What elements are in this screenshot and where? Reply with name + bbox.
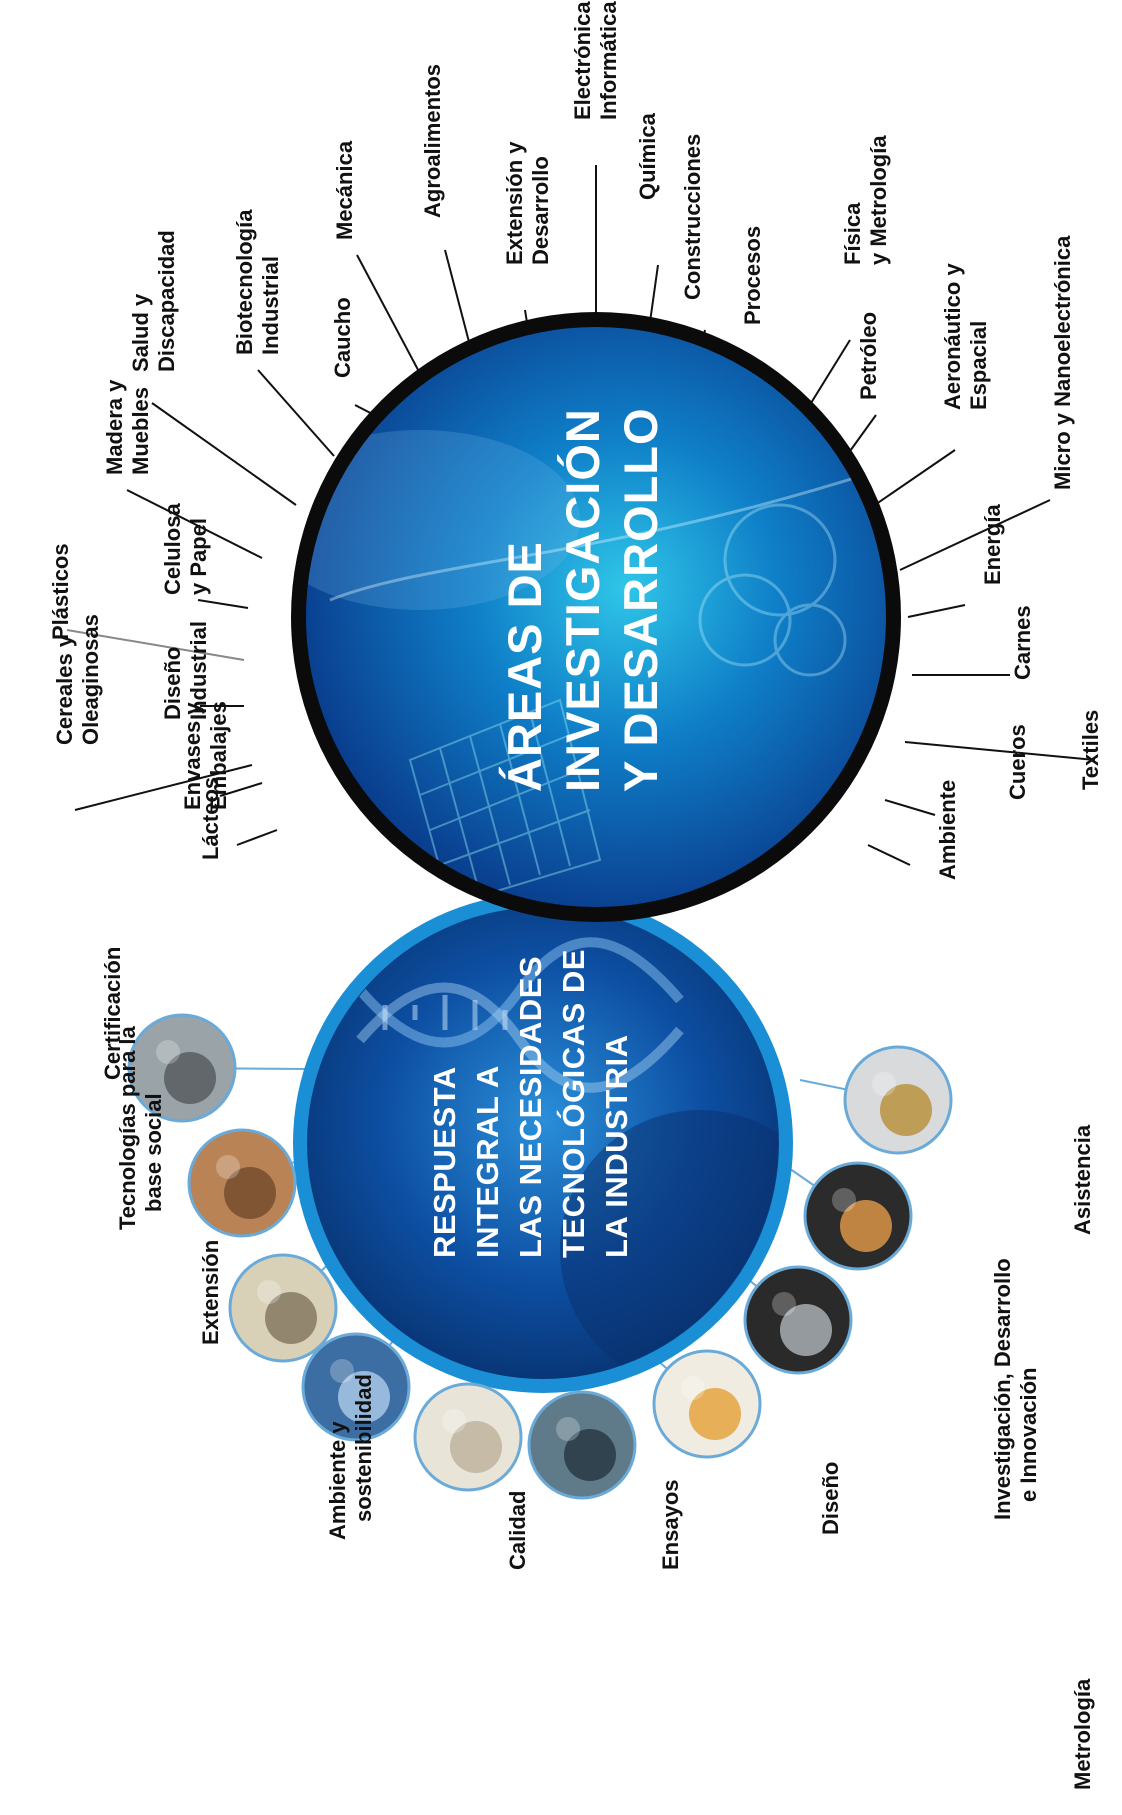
area-cueros-label: Cueros [1005, 724, 1030, 800]
research-title-line-1: ÁREAS DE [498, 541, 551, 792]
area-madera-label: Madera yMuebles [102, 379, 153, 475]
services-circle: RESPUESTA INTEGRAL A LAS NECESIDADES TEC… [293, 893, 793, 1393]
service-diseno-label: Diseño [818, 1462, 843, 1535]
service-certificacion-label: Certificación [100, 947, 125, 1080]
area-envases-label: Envases yEmbalajes [180, 701, 231, 810]
area-aeronautico-label: Aeronáutico yEspacial [940, 263, 991, 410]
area-ambiente-label: Ambiente [935, 780, 960, 880]
research-circle: ÁREAS DE INVESTIGACIÓN Y DESARROLLO [291, 312, 901, 922]
services-title-line-5: LA INDUSTRIA [599, 1034, 634, 1258]
services-title: RESPUESTA INTEGRAL A LAS NECESIDADES TEC… [427, 949, 634, 1258]
area-construcciones-label: Construcciones [680, 134, 705, 300]
area-carnes-label: Carnes [1010, 605, 1035, 680]
area-petroleo-label: Petróleo [856, 312, 881, 400]
furniture-photo [652, 1349, 762, 1459]
service-calidad-label: Calidad [505, 1491, 530, 1570]
research-title-line-3: Y DESARROLLO [614, 407, 667, 792]
microscope-lens-photo [743, 1265, 853, 1375]
area-agroalimentos-label: Agroalimentos [420, 64, 445, 218]
area-fisica-label: Físicay Metrología [840, 135, 891, 265]
area-madera-connector [126, 489, 263, 559]
service-thumbnails [127, 1013, 953, 1500]
area-caucho-label: Caucho [330, 297, 355, 378]
services-title-line-1: RESPUESTA [427, 1066, 462, 1258]
service-tecnologias-label: Tecnologías para labase social [115, 1025, 166, 1230]
area-procesos-label: Procesos [740, 226, 765, 325]
services-title-line-3: LAS NECESIDADES [513, 956, 548, 1258]
area-lacteos-label: Lácteos [198, 777, 223, 860]
area-micro-label: Micro y Nanoelectrónica [1050, 235, 1075, 490]
tractor-photo [228, 1253, 338, 1363]
service-metrologia-label: Metrología [1070, 1678, 1095, 1790]
service-investigacion-label: Investigación, Desarrolloe Innovación [990, 1258, 1041, 1520]
solar-panel-graphic [408, 698, 602, 907]
welding-photo [803, 1161, 913, 1271]
area-extension-desarrollo-label: Extensión yDesarrollo [502, 141, 553, 265]
circuit-board-photo [527, 1390, 637, 1500]
area-textiles-label: Textiles [1078, 710, 1103, 790]
area-lacteos-connector [236, 829, 278, 846]
area-aeronautico-connector [865, 449, 956, 512]
service-ambiente-label: Ambiente ysostenibilidad [325, 1374, 376, 1540]
area-electronica-label: Electrónica eInformática [570, 0, 621, 120]
tire-tread-photo [127, 1013, 237, 1123]
area-micro-connector [899, 499, 1051, 571]
area-plasticos-label: Plásticos [48, 543, 73, 640]
area-quimica-label: Química [635, 112, 660, 200]
area-salud-connector [151, 402, 297, 506]
area-energia-label: Energía [980, 504, 1005, 585]
area-energia-connector [907, 604, 966, 618]
area-cereales-label: Cereales yOleaginosas [52, 614, 103, 745]
area-biotecnologia-label: BiotecnologíaIndustrial [232, 209, 283, 355]
area-celulosa-label: Celulosay Papel [160, 503, 211, 595]
area-envases-connector [219, 782, 263, 797]
area-celulosa-connector [197, 599, 249, 609]
service-ensayos-label: Ensayos [658, 1480, 683, 1571]
area-biotecnologia-connector [257, 369, 335, 457]
area-salud-label: Salud yDiscapacidad [128, 230, 179, 372]
area-textiles-connector [904, 741, 1096, 761]
services-title-line-2: INTEGRAL A [470, 1065, 505, 1258]
area-plasticos-connector [66, 629, 245, 661]
research-title: ÁREAS DE INVESTIGACIÓN Y DESARROLLO [498, 407, 667, 792]
area-mecanica-label: Mecánica [332, 140, 357, 240]
solar-panel-photo [301, 1332, 411, 1442]
area-cueros-connector [884, 799, 936, 816]
brass-weights-photo [843, 1045, 953, 1155]
service-asistencia-label: Asistencia [1070, 1124, 1095, 1235]
area-diseno-industrial-label: DiseñoIndustrial [160, 621, 211, 720]
brick-wall-photo [187, 1128, 297, 1238]
service-extension-label: Extensión [198, 1240, 223, 1345]
area-cereales-connector [74, 764, 253, 811]
services-title-line-4: TECNOLÓGICAS DE [555, 949, 591, 1258]
research-title-line-2: INVESTIGACIÓN [556, 408, 609, 792]
area-ambiente-connector [867, 844, 911, 866]
lab-gloves-photo [413, 1382, 523, 1492]
